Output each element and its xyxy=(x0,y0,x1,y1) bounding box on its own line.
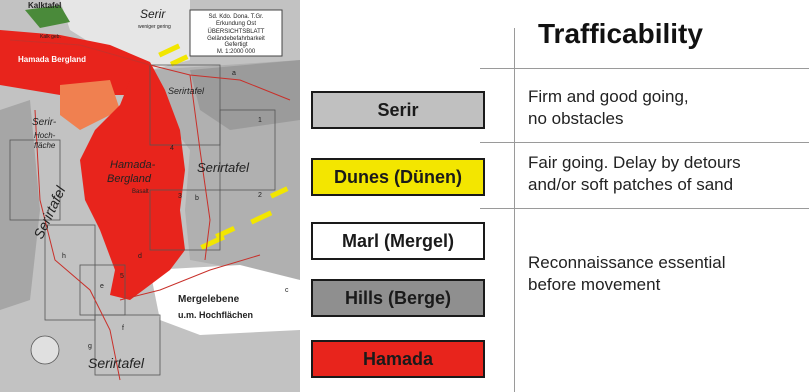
label-hochflachen: u.m. Hochflächen xyxy=(178,310,253,320)
label-number: 3 xyxy=(178,193,182,200)
label-hochflache: Hoch- xyxy=(34,131,56,140)
label-letter: b xyxy=(195,195,199,202)
row-2-line-2: and/or soft patches of sand xyxy=(528,175,734,194)
label-mergelebene: Mergelebene xyxy=(178,294,240,305)
label-serirtafel-right: Serirtafel xyxy=(197,160,250,175)
dune-mark xyxy=(269,186,289,199)
hamada-area-light xyxy=(60,80,120,130)
row-1-line-2: no obstacles xyxy=(528,109,624,128)
dune-mark xyxy=(158,43,181,58)
label-serir-left: Serir- xyxy=(32,117,57,128)
map-title-line: Sd. Kdo. Dona. T.Gr. xyxy=(209,14,264,20)
label-serir-top-sub: weniger gering xyxy=(138,24,171,30)
legend-hamada-label: Hamada xyxy=(362,348,434,369)
grid-sheet xyxy=(149,189,221,251)
legend-hills: Hills (Berge) xyxy=(311,279,485,317)
row-3-line-2: before movement xyxy=(528,275,661,294)
legend-serir: Serir xyxy=(311,91,485,129)
hamada-area-main xyxy=(80,62,185,300)
map-title-line: ÜBERSICHTSBLATT xyxy=(208,28,265,35)
row-2-line-1: Fair going. Delay by detours xyxy=(528,153,741,172)
road xyxy=(9,39,291,101)
map-title-lines: Sd. Kdo. Dona. T.Gr. Erkundung Ost ÜBERS… xyxy=(207,14,265,55)
label-letter: f xyxy=(122,325,124,332)
inset-circle xyxy=(30,335,60,365)
trafficability-title: Trafficability xyxy=(538,18,703,49)
label-letter: a xyxy=(232,70,236,77)
label-hamada: Hamada- xyxy=(110,159,156,171)
table-divider-1 xyxy=(480,68,809,69)
legend-marl-label: Marl (Mergel) xyxy=(341,230,455,251)
road xyxy=(34,109,121,381)
legend-hills-label: Hills (Berge) xyxy=(344,287,452,308)
map-title-line: Gefertigt xyxy=(224,42,247,48)
road xyxy=(189,74,211,261)
trafficability-row-2: Fair going. Delay by detours and/or soft… xyxy=(528,152,741,196)
row-1-line-1: Firm and good going, xyxy=(528,87,689,106)
label-serirtafel-top: Serirtafel xyxy=(168,86,205,96)
grid-sheet xyxy=(94,314,161,376)
serir-area-top xyxy=(60,0,190,70)
hamada-area-top xyxy=(0,30,150,95)
dune-mark xyxy=(250,210,273,225)
label-serir-top: Serir xyxy=(140,7,166,21)
dune-mark xyxy=(169,54,189,67)
map-title-box xyxy=(189,9,283,57)
label-letter: e xyxy=(100,283,104,290)
road xyxy=(119,254,261,301)
trafficability-row-3: Reconnaissance essential before movement xyxy=(528,252,726,296)
table-divider-2 xyxy=(480,142,809,143)
label-flache: fläche xyxy=(34,141,56,150)
map-title-line: M. 1:2000 000 xyxy=(217,49,256,55)
label-letter: c xyxy=(285,287,289,294)
label-bergland: Bergland xyxy=(107,173,152,185)
grid-sheet xyxy=(149,64,221,146)
kalk-area xyxy=(25,5,70,28)
label-letter: g xyxy=(88,343,92,350)
label-basalt: Basalt xyxy=(132,189,149,195)
legend-serir-label: Serir xyxy=(377,99,419,120)
label-kalktafel: Kalktafel xyxy=(28,1,61,10)
trafficability-map: Sd. Kdo. Dona. T.Gr. Erkundung Ost ÜBERS… xyxy=(0,0,300,392)
table-divider-3 xyxy=(480,208,809,209)
map-title-line: Erkundung Ost xyxy=(216,21,256,27)
label-number: 1 xyxy=(258,117,262,124)
label-letter: h xyxy=(62,253,66,260)
map-roads xyxy=(9,39,291,381)
row-3-line-1: Reconnaissance essential xyxy=(528,253,726,272)
label-number: 5 xyxy=(120,273,124,280)
label-letter: d xyxy=(138,253,142,260)
legend-dunes-label: Dunes (Dünen) xyxy=(334,166,462,187)
label-serirtafel-bottom: Serirtafel xyxy=(88,355,145,371)
legend-marl: Marl (Mergel) xyxy=(311,222,485,260)
grid-sheet xyxy=(219,109,276,191)
trafficability-row-1: Firm and good going, no obstacles xyxy=(528,86,689,130)
marl-area xyxy=(150,265,300,335)
label-kalkgeb: Kalk geb. xyxy=(40,34,61,40)
grid-sheet xyxy=(44,224,96,321)
label-number: 2 xyxy=(258,192,262,199)
label-hamada-bergland-top: Hamada Bergland xyxy=(18,55,86,64)
table-vertical-divider xyxy=(514,28,515,392)
legend-dunes: Dunes (Dünen) xyxy=(311,158,485,196)
map-title-line: Geländebefahrbarkeit xyxy=(207,36,265,42)
label-number: 4 xyxy=(170,145,174,152)
legend-hamada: Hamada xyxy=(311,340,485,378)
grid-sheet xyxy=(9,139,61,221)
